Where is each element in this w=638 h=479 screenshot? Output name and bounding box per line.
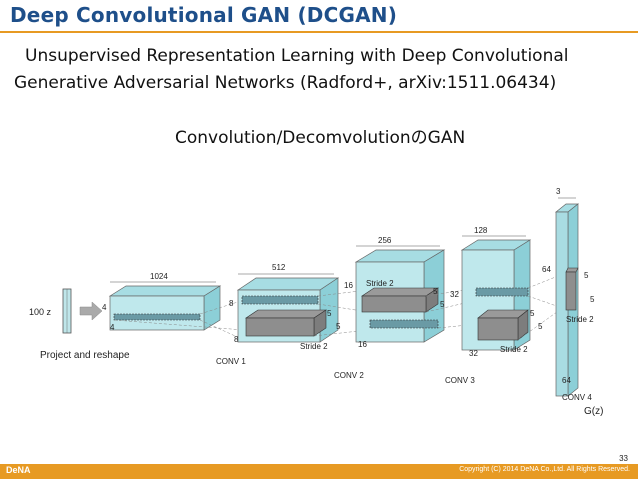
conv4-label: CONV 4 [562,393,592,402]
conv2-stride: Stride 2 [366,279,394,288]
conv1-label: CONV 1 [216,357,246,366]
conv3-kernel-a: 5 [530,309,535,318]
title-divider [0,31,638,33]
conv2-width: 16 [358,340,367,349]
conv4-height: 64 [542,265,551,274]
conv4-width: 64 [562,376,571,385]
conv4-stride: Stride 2 [566,315,594,324]
conv1-channels: 512 [272,263,286,272]
page-number: 33 [619,454,628,463]
footer-bar: DeNA Copyright (C) 2014 DeNA Co.,Ltd. Al… [0,464,638,479]
input-vector [62,288,72,334]
conv2-channels: 256 [378,236,392,245]
conv4-kernel-b: 5 [590,295,595,304]
block-conv3 [460,239,532,351]
output-label: G(z) [584,406,603,417]
reshape-arrow [79,301,103,321]
subtitle-line-1: Unsupervised Representation Learning wit… [25,46,569,66]
company-logo: DeNA [6,465,31,475]
conv2-height: 16 [344,281,353,290]
block1-width: 4 [110,323,115,332]
copyright-text: Copyright (C) 2014 DeNA Co.,Ltd. All Rig… [459,466,630,473]
projection-lines-1 [113,299,245,341]
conv2-kernel-a: 5 [433,287,438,296]
conv3-stride: Stride 2 [500,345,528,354]
conv3-width: 32 [469,349,478,358]
conv1-height: 8 [229,299,234,308]
conv3-channels: 128 [474,226,488,235]
block1-height: 4 [102,303,107,312]
conv2-kernel-b: 5 [440,300,445,309]
subtitle-line-3: Convolution/DecomvolutionのGAN [175,128,466,148]
block-4x4x1024 [108,285,222,331]
conv1-kernel-a: 5 [327,309,332,318]
conv2-label: CONV 2 [334,371,364,380]
subtitle-line-2: Generative Adversarial Networks (Radford… [14,73,557,93]
conv3-height: 32 [450,290,459,299]
dcgan-architecture-diagram: 100 z Project and reshape 1024 4 4 512 8… [29,187,603,417]
slide-title: Deep Convolutional GAN (DCGAN) [10,3,398,27]
conv1-stride: Stride 2 [300,342,328,351]
block-conv4-output [555,203,579,397]
conv3-label: CONV 3 [445,376,475,385]
conv1-width: 8 [234,335,239,344]
block-conv2 [354,249,446,343]
input-label: 100 z [29,307,52,317]
conv1-kernel-b: 5 [336,322,341,331]
conv3-kernel-b: 5 [538,322,543,331]
conv4-channels: 3 [556,187,561,196]
block-conv1 [236,277,340,343]
project-label: Project and reshape [40,350,130,361]
conv4-kernel-a: 5 [584,271,589,280]
projection-lines-3 [425,287,479,329]
block1-channels: 1024 [150,272,168,281]
